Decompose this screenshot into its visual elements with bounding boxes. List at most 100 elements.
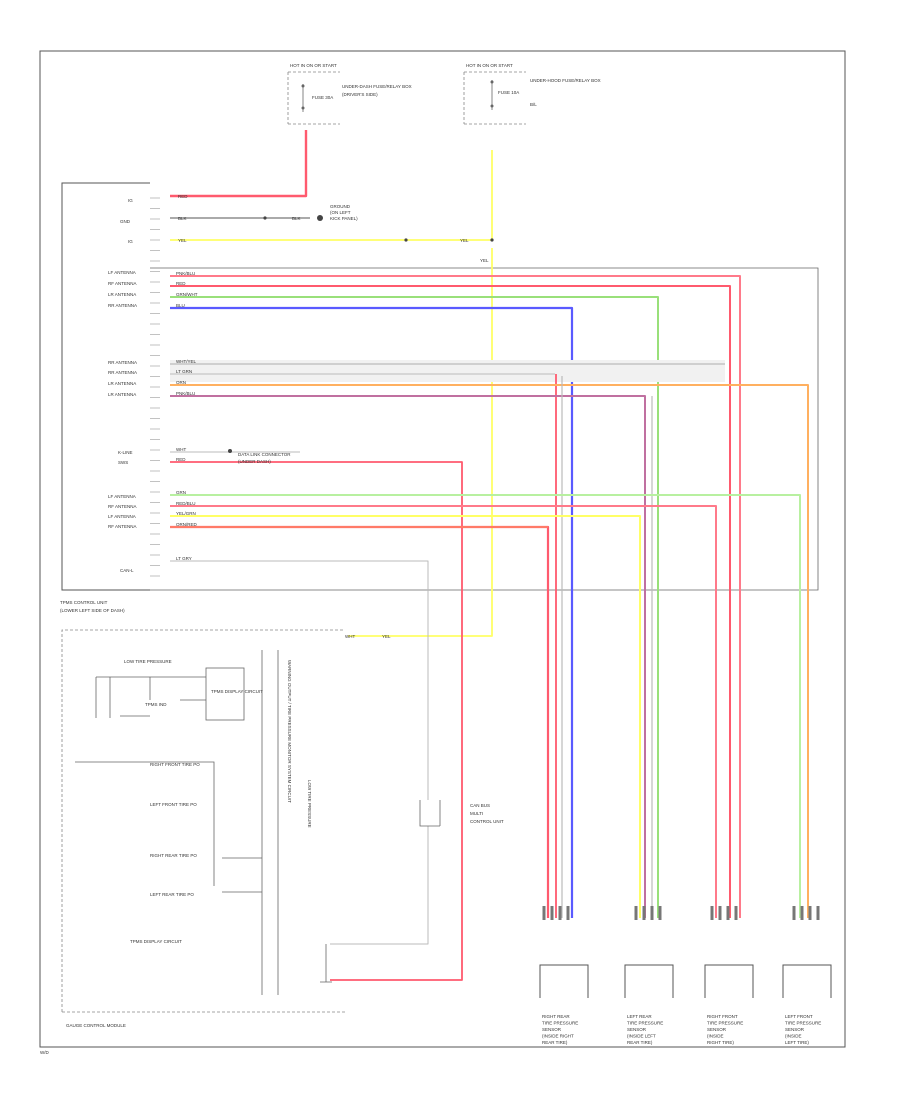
wire-sws [170,461,463,981]
ground-icon [317,215,323,221]
tpms-display-block-label: TPMS DISPLAY CIRCUIT [211,689,263,694]
sensor-3-line-2: SENSOR [707,1027,727,1032]
sensor-3-line-0: RIGHT FRONT [707,1014,738,1019]
wire-gnd-dot [263,216,267,220]
lbl-sws: RED [176,457,186,462]
wire-b3 [170,395,646,918]
pin-label-c3: RF ANTENNA [108,524,137,529]
pin-label-misc1: SWS [118,460,128,465]
sensor-1-line-4: REAR TIRE) [542,1040,568,1045]
module-name: TPMS CONTROL UNIT [60,600,108,605]
lbl-ig2-b: YEL [460,238,469,243]
lbl-wc3: ORN/RED [176,522,198,527]
lbl-wa3: BLU [176,303,185,308]
lbl-wa2: GRN/WHT [176,292,198,297]
wire-c2 [170,515,641,918]
sensor-4-line-1: TIRE PRESSURE [785,1021,821,1026]
connector-pin-2-3 [734,906,738,920]
wire-can-lower [330,826,429,945]
ground-note-2: (ON LEFT [330,210,351,215]
connector-pin-1-2 [650,906,654,920]
fuse-box-right-title: HOT IN ON OR START [466,63,513,68]
sensor-3-line-3: (INSIDE [707,1034,724,1039]
pin-ticks [150,197,160,577]
pin-label-can: CAN-L [120,568,134,573]
pin-label-a1: RF ANTENNA [108,281,137,286]
relay-note-1: CAN BUS [470,803,490,808]
dlc-note-2: (UNDER DASH) [238,459,271,464]
pin-label-ig2: IG [128,239,133,244]
connector-pin-3-3 [816,906,820,920]
lbl-wc1: RED/BLU [176,501,196,506]
wire-b2 [170,384,809,918]
sensor-body-3 [704,964,754,998]
sensor-1-line-1: TIRE PRESSURE [542,1021,578,1026]
low-tire-label: LOW TIRE PRESSURE [124,659,172,664]
low-tire-sub: TPMS IND [145,702,167,707]
gauge-module-name: GAUGE CONTROL MODULE [66,1023,126,1028]
wire-a0 [170,275,741,918]
wire-a3 [170,306,574,918]
fuse-box-left-note-1: UNDER-DASH FUSE/RELAY BOX [342,84,412,89]
sensor-3-line-4: RIGHT TIRE) [707,1040,734,1045]
sensor-2-line-2: SENSOR [627,1027,647,1032]
sensor-body-1 [539,964,589,998]
pin-label-b3: LR ANTENNA [108,392,136,397]
connector-pin-3-1 [800,906,804,920]
ground-note-3: KICK PANEL) [330,216,358,221]
module-location: (LOWER LEFT SIDE OF DASH) [60,608,125,613]
lbl-wa0: PNK/BLU [176,271,195,276]
connector-pin-2-2 [726,906,730,920]
lbl-ig2-drop: YEL [480,258,489,263]
wire-yellow-gauge [348,248,493,637]
sensor-2-line-3: (INSIDE LEFT [627,1034,656,1039]
sensor-body-4 [782,964,832,998]
connector-pin-1-0 [634,906,638,920]
lbl-wb0: WHT/YEL [176,359,196,364]
wires [170,130,820,983]
wire-a1 [170,285,731,918]
pin-label-ig: IG [128,198,133,203]
footer-code: W/D [40,1050,49,1055]
sensor-body-2 [624,964,674,998]
connector-pin-0-0 [542,906,546,920]
diagram-border [39,50,846,1048]
lbl-harness-yel: YEL [382,634,391,639]
sensor-2-line-0: LEFT REAR [627,1014,652,1019]
connector-pin-0-2 [558,906,562,920]
lbl-wc0: GRN [176,490,186,495]
fuse-box-right-note-2: B/L [530,102,537,107]
tpms-display-block [205,667,245,721]
wire-c0 [170,494,801,918]
lbl-wa1: RED [176,281,186,286]
pin-label-a2: LR ANTENNA [108,292,136,297]
lbl-gnd: BLK [178,216,187,221]
fuse-box-left-title: HOT IN ON OR START [290,63,337,68]
relay-note-2: MULTI [470,811,483,816]
gauge-vertical-text-2: LOW TIRE PRESSURE [307,780,312,828]
fuse-box-right-note-1: UNDER-HOOD FUSE/RELAY BOX [530,78,601,83]
pin-label-b0: RR ANTENNA [108,360,137,365]
sensor-4-line-3: (INSIDE [785,1034,802,1039]
gauge-vertical-text-1: WARNING OUTPUT / TIRE PRESSURE MONITOR S… [287,660,292,803]
sensor-2-line-4: REAR TIRE) [627,1040,653,1045]
fuse-box-left-note-2: (DRIVER'S SIDE) [342,92,378,97]
sensor-3-line-1: TIRE PRESSURE [707,1021,743,1026]
connector-pin-1-1 [642,906,646,920]
pin-label-gnd: GND [120,219,131,224]
wire-b-shade [170,360,725,382]
ground-bottom [320,944,332,983]
connector-pin-0-3 [566,906,570,920]
sensor-4-line-4: LEFT TIRE) [785,1040,809,1045]
pin-label-a3: RR ANTENNA [108,303,137,308]
dlc-note-1: DATA LINK CONNECTOR [238,452,291,457]
tire-label-3: RIGHT REAR TIRE PO [150,853,197,858]
connector-pin-2-0 [710,906,714,920]
